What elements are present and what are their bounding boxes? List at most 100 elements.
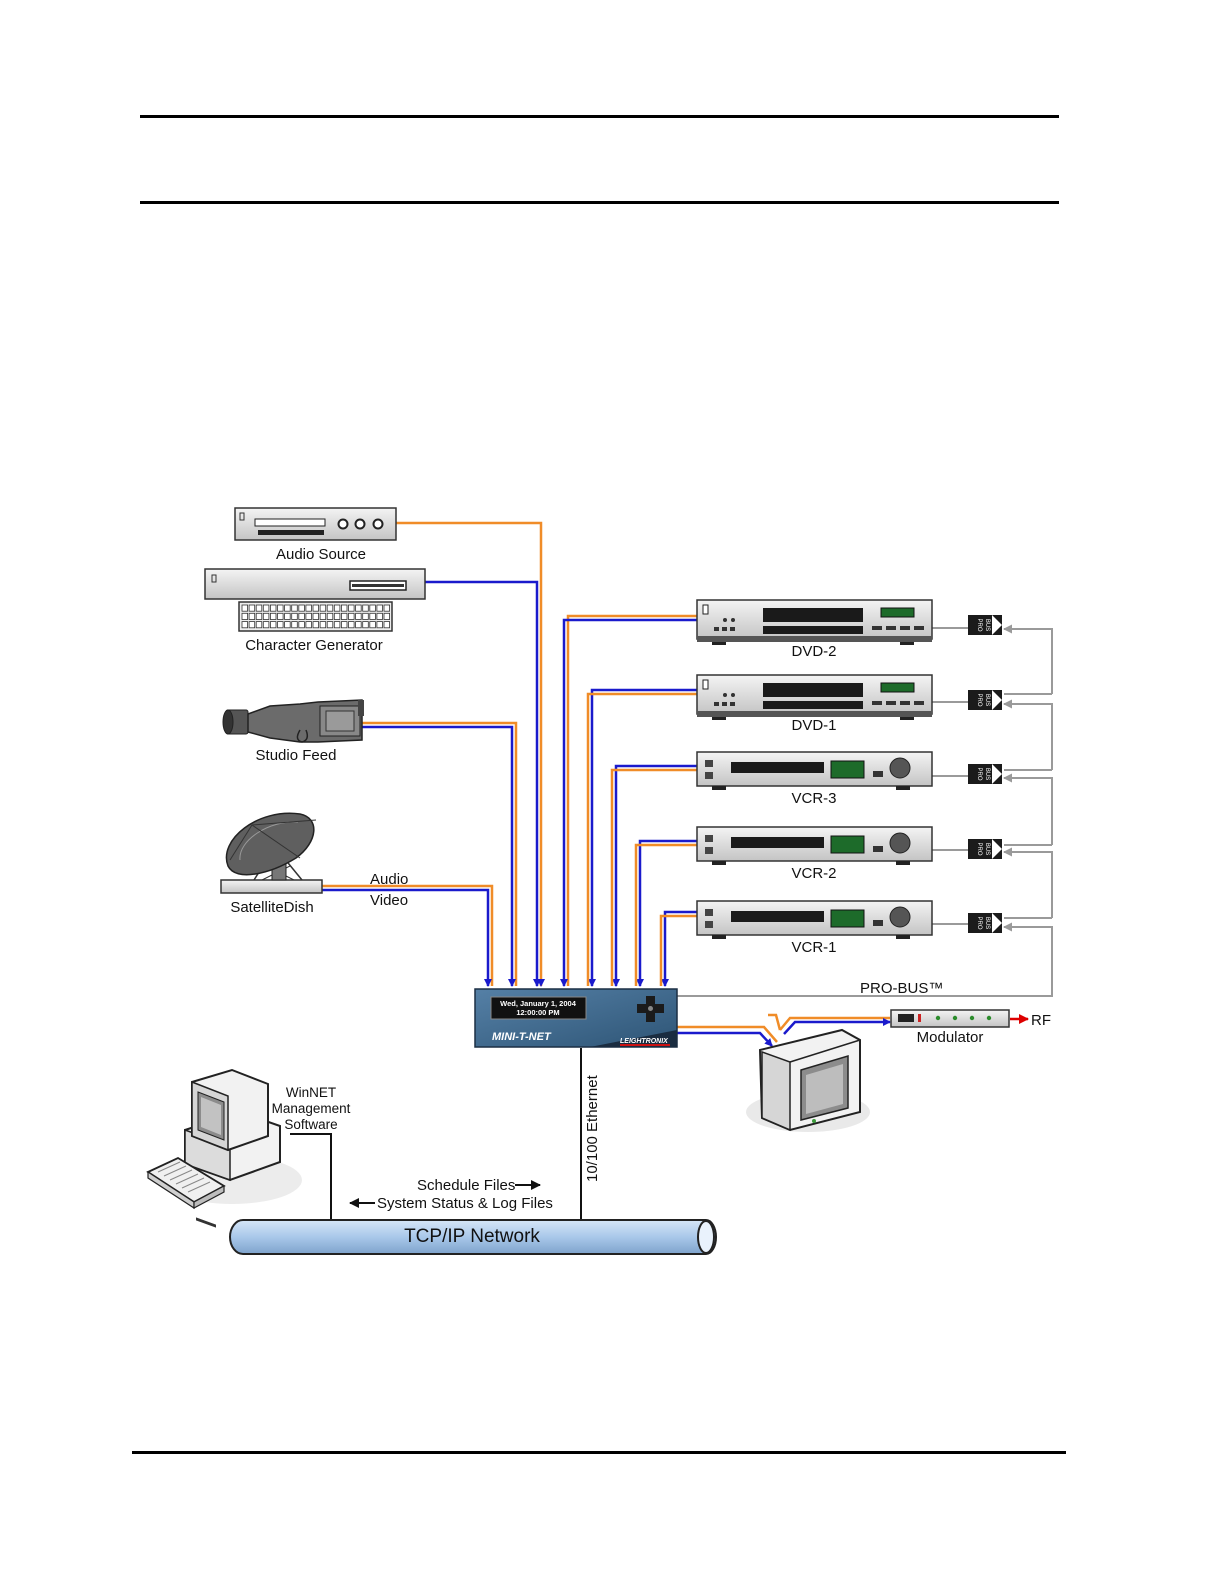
keyboard-key <box>312 612 319 620</box>
keyboard-key <box>383 612 390 620</box>
audio-source-device <box>234 507 397 541</box>
schedule-files-label: Schedule Files <box>417 1177 515 1194</box>
keyboard-key <box>291 604 298 612</box>
keyboard-key <box>277 621 284 629</box>
keyboard-key <box>291 612 298 620</box>
keyboard-key <box>291 621 298 629</box>
keyboard-key <box>369 604 376 612</box>
svg-text:BUS: BUS <box>984 843 990 855</box>
keyboard-key <box>305 604 312 612</box>
keyboard-key <box>262 612 270 620</box>
svg-text:PRO: PRO <box>976 767 982 780</box>
keyboard-key <box>277 604 284 612</box>
svg-text:BUS: BUS <box>984 619 990 631</box>
keyboard-key <box>262 604 270 612</box>
pc-keyboard-icon <box>146 1156 226 1210</box>
winnet-line1: WinNET <box>286 1085 336 1100</box>
tcpip-label: TCP/IP Network <box>404 1226 540 1247</box>
svg-text:PRO: PRO <box>976 916 982 929</box>
keyboard-key <box>376 621 383 629</box>
keyboard-key <box>340 604 348 612</box>
header-rule-top <box>140 115 1059 118</box>
keyboard-key <box>269 612 277 620</box>
winnet-line2: Management <box>272 1101 351 1116</box>
source-cables <box>322 521 545 987</box>
keyboard-key <box>369 621 376 629</box>
probus-label: PRO-BUS™ <box>860 980 943 997</box>
output-cables <box>677 1013 1029 1047</box>
dpad-icon <box>637 996 664 1022</box>
keyboard-key <box>355 621 362 629</box>
modulator-label: Modulator <box>917 1029 984 1046</box>
keyboard-key <box>355 604 362 612</box>
svg-text:BUS: BUS <box>984 768 990 780</box>
keyboard-key <box>348 621 355 629</box>
keyboard-key <box>362 621 369 629</box>
keyboard-key <box>319 612 327 620</box>
keyboard-key <box>284 604 291 612</box>
keyboard-key <box>333 612 341 620</box>
dvd2-device <box>696 599 933 645</box>
keyboard-key <box>241 621 248 629</box>
modulator-device <box>890 1009 1010 1028</box>
svg-text:PRO: PRO <box>976 618 982 631</box>
controller-brand: LEIGHTRONIX <box>620 1038 669 1045</box>
vcr1-device <box>696 900 933 939</box>
keyboard-key <box>383 604 390 612</box>
svg-text:PRO: PRO <box>976 693 982 706</box>
keyboard-key <box>376 604 383 612</box>
keyboard-key <box>319 621 327 629</box>
keyboard-icon <box>238 601 393 632</box>
satellite-dish-label: SatelliteDish <box>230 899 313 916</box>
satellite-audio-label: Audio <box>370 871 408 888</box>
header-rule-bottom <box>140 201 1059 204</box>
tcpip-network-pipe <box>229 1219 717 1255</box>
probus-tag-dvd1: PRO BUS <box>968 690 1002 710</box>
keyboard-key <box>312 604 319 612</box>
keyboard-key <box>376 612 383 620</box>
keyboard-key <box>369 612 376 620</box>
vcr2-device <box>696 826 933 865</box>
keyboard-key <box>326 621 334 629</box>
probus-tag-vcr3: PRO BUS <box>968 764 1002 784</box>
keyboard-key <box>355 612 362 620</box>
vcr3-device <box>696 751 933 790</box>
keyboard-key <box>255 604 263 612</box>
keyboard-key <box>333 604 341 612</box>
probus-cables <box>677 624 1053 997</box>
footer-rule <box>132 1451 1066 1454</box>
svg-text:BUS: BUS <box>984 694 990 706</box>
rf-label: RF <box>1031 1012 1051 1029</box>
keyboard-key <box>277 612 284 620</box>
controller-name: MINI-T-NET <box>492 1031 552 1043</box>
keyboard-key <box>248 612 256 620</box>
keyboard-key <box>255 621 263 629</box>
keyboard-key <box>305 621 312 629</box>
satellite-dish-icon <box>220 812 323 894</box>
ethernet-label: 10/100 Ethernet <box>584 1074 601 1182</box>
character-generator-device <box>204 568 426 632</box>
keyboard-key <box>340 621 348 629</box>
vcr1-label: VCR-1 <box>791 939 836 956</box>
keyboard-key <box>284 612 291 620</box>
controller-display-date: Wed, January 1, 2004 <box>500 999 577 1008</box>
keyboard-key <box>305 612 312 620</box>
probus-tag-vcr2: PRO BUS <box>968 839 1002 859</box>
mini-t-net-controller: Wed, January 1, 2004 12:00:00 PM MINI-T-… <box>474 988 678 1048</box>
keyboard-key <box>241 612 248 620</box>
svg-text:BUS: BUS <box>984 917 990 929</box>
computer-icon <box>146 1068 302 1228</box>
keyboard-key <box>248 621 256 629</box>
keyboard-key <box>298 604 305 612</box>
keyboard-key <box>348 612 355 620</box>
winnet-line3: Software <box>284 1117 337 1132</box>
controller-display-time: 12:00:00 PM <box>516 1008 559 1017</box>
keyboard-key <box>248 604 256 612</box>
audio-source-label: Audio Source <box>276 546 366 563</box>
keyboard-key <box>241 604 248 612</box>
keyboard-key <box>269 604 277 612</box>
keyboard-key <box>362 604 369 612</box>
deck-cables <box>560 614 697 987</box>
keyboard-key <box>262 621 270 629</box>
